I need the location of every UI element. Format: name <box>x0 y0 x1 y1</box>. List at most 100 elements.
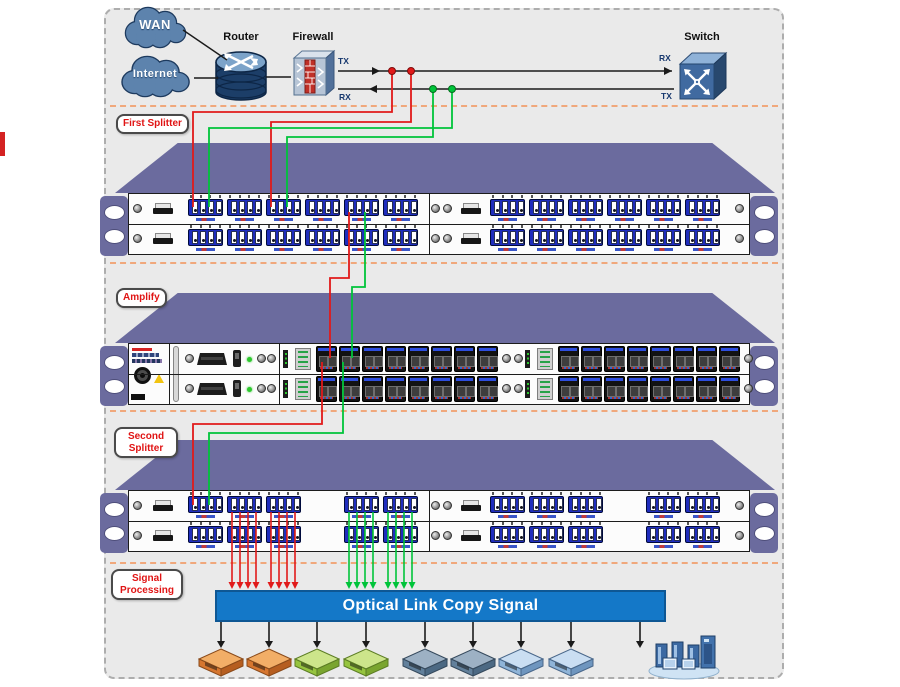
status-led <box>247 387 252 392</box>
fiber-port <box>502 528 508 541</box>
sfp-module <box>558 346 579 372</box>
cropped-label-fragment <box>0 132 5 156</box>
rack-ear-left <box>100 493 128 553</box>
rack-chassis-top <box>115 440 775 490</box>
fiber-port <box>533 201 539 214</box>
sfp-module <box>558 376 579 402</box>
sfp-module <box>673 346 694 372</box>
fiber-port <box>572 528 578 541</box>
port-module <box>344 492 379 520</box>
fiber-port <box>411 231 417 244</box>
rack-ear-left <box>100 346 128 406</box>
fiber-port <box>403 498 409 511</box>
port-module <box>188 522 223 550</box>
firewall-label: Firewall <box>292 31 334 43</box>
device-slate <box>401 648 449 678</box>
port-module <box>305 195 340 223</box>
tag-first-splitter: First Splitter <box>116 114 189 134</box>
fiber-port <box>325 201 331 214</box>
port-module <box>383 522 418 550</box>
fiber-port <box>713 528 719 541</box>
fiber-port <box>270 201 276 214</box>
fiber-port <box>689 498 695 511</box>
section-separator-1 <box>110 105 778 107</box>
fiber-port <box>208 201 214 214</box>
computer-cluster-icon <box>648 635 720 680</box>
fiber-port <box>658 498 664 511</box>
fiber-port <box>192 201 198 214</box>
port-module <box>227 492 262 520</box>
fiber-port <box>255 528 261 541</box>
screw <box>735 234 744 243</box>
firewall-tx-label: TX <box>338 56 349 66</box>
port-module <box>685 195 720 223</box>
sfp-module <box>604 376 625 402</box>
fiber-port <box>395 498 401 511</box>
fiber-port <box>549 528 555 541</box>
sfp-module <box>408 376 429 402</box>
fiber-port <box>541 201 547 214</box>
section-separator-4 <box>110 562 778 564</box>
fiber-port <box>372 528 378 541</box>
fiber-port <box>697 231 703 244</box>
fiber-port <box>494 498 500 511</box>
module-label-chip <box>461 530 481 541</box>
fiber-port <box>588 498 594 511</box>
port-module <box>490 195 525 223</box>
fiber-port <box>270 498 276 511</box>
sfp-module <box>339 346 360 372</box>
fiber-port <box>541 498 547 511</box>
fiber-port <box>216 528 222 541</box>
sfp-module <box>696 376 717 402</box>
sfp-module <box>719 346 740 372</box>
fiber-port <box>674 231 680 244</box>
first-splitter-rack <box>100 143 778 260</box>
fiber-port <box>255 231 261 244</box>
fiber-port <box>635 231 641 244</box>
fiber-port <box>247 498 253 511</box>
fiber-port <box>713 498 719 511</box>
sfp-module <box>581 376 602 402</box>
rack-row <box>129 491 749 522</box>
port-module <box>568 522 603 550</box>
fiber-port <box>666 201 672 214</box>
fiber-port <box>674 201 680 214</box>
port-module <box>188 195 223 223</box>
port-module <box>383 492 418 520</box>
fiber-port <box>572 498 578 511</box>
port-module <box>344 522 379 550</box>
fiber-port <box>572 231 578 244</box>
fiber-port <box>518 201 524 214</box>
monitor-connector <box>197 353 227 365</box>
switch-rx-label: RX <box>659 53 671 63</box>
fiber-port <box>231 231 237 244</box>
port-module <box>646 195 681 223</box>
port-module <box>646 522 681 550</box>
optical-connector <box>134 367 151 384</box>
firewall-icon <box>292 49 336 97</box>
fiber-port <box>356 498 362 511</box>
switch-label: Switch <box>684 31 720 43</box>
port-module <box>344 195 379 223</box>
fiber-port <box>216 498 222 511</box>
port-module <box>490 492 525 520</box>
fiber-port <box>216 231 222 244</box>
rack-row <box>129 194 749 225</box>
port-module <box>529 225 564 253</box>
fiber-port <box>502 201 508 214</box>
wan-cloud-icon <box>124 6 187 49</box>
module-label-chip <box>461 233 481 244</box>
screw <box>431 234 440 243</box>
status-led <box>247 357 252 362</box>
fiber-port <box>333 201 339 214</box>
screw <box>133 531 142 540</box>
led-grid <box>537 348 553 370</box>
screw <box>431 204 440 213</box>
fiber-port <box>192 528 198 541</box>
fiber-port <box>549 231 555 244</box>
firewall-rx-label: RX <box>339 92 351 102</box>
screw <box>257 354 266 363</box>
fiber-port <box>518 498 524 511</box>
fiber-port <box>580 528 586 541</box>
